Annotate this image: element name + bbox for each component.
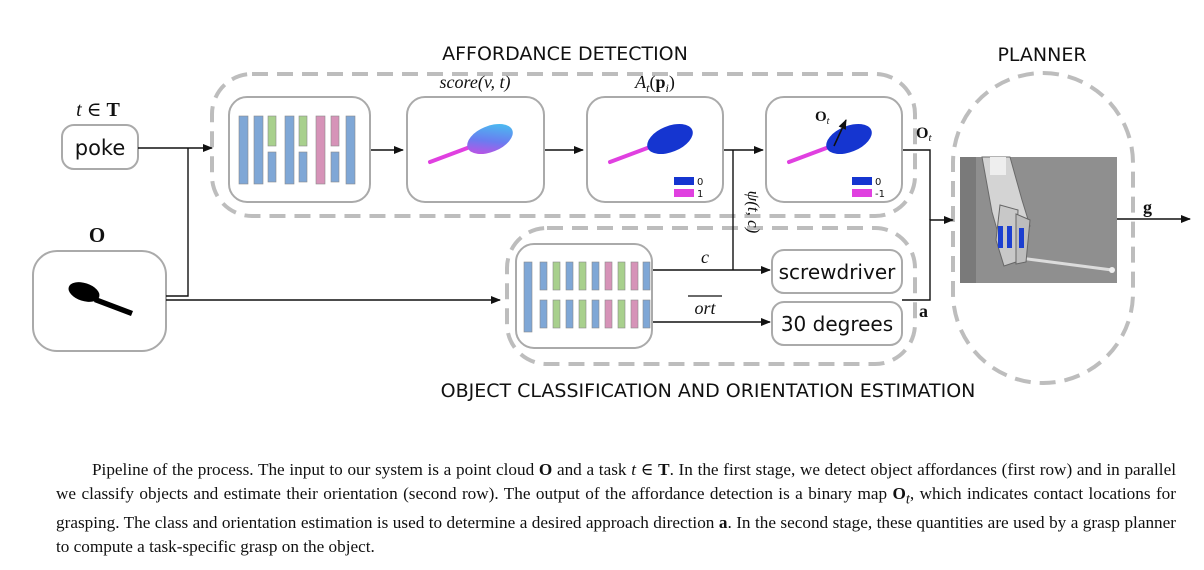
task-label: t ∈ T — [76, 99, 120, 121]
class-output-box — [771, 249, 903, 294]
figure-caption: Pipeline of the process. The input to ou… — [56, 458, 1176, 558]
classification-section-frame — [505, 226, 917, 366]
score-map-object — [428, 123, 513, 164]
psi-label: ψ(t, c) — [744, 191, 763, 234]
point-cloud-silhouette — [68, 282, 133, 316]
grasp-label: g — [1143, 197, 1152, 217]
class-label: c — [701, 247, 709, 267]
task-value: poke — [75, 136, 126, 160]
output-map-object — [787, 119, 872, 164]
task-input-box — [61, 124, 139, 170]
connectors — [138, 144, 1191, 326]
orientation-label: ort — [694, 298, 716, 318]
caption-text-1: Pipeline of the process. The input to ou… — [92, 460, 539, 479]
caption-text-4: , which indicates contact locations for … — [56, 483, 1176, 533]
svg-text:0: 0 — [875, 177, 881, 188]
caption-symbol-a: a — [718, 513, 728, 533]
orientation-output-value: 30 degrees — [781, 312, 893, 336]
input-label: O — [89, 223, 105, 247]
affordance-legend: 0 1 — [674, 177, 703, 200]
affordance-label: At(pi) — [634, 72, 675, 95]
section-title-affordance: AFFORDANCE DETECTION — [442, 43, 688, 65]
section-title-planner: PLANNER — [997, 44, 1086, 66]
caption-text-3: . In the first stage, we detect object a… — [56, 460, 1176, 503]
planner-section-frame — [951, 71, 1135, 385]
caption-symbol-Ot: Ot — [892, 483, 910, 507]
classification-network-box — [515, 243, 653, 349]
score-label: score(v, t) — [440, 72, 511, 93]
caption-text-5: . In the second stage, these quantities … — [56, 513, 1176, 556]
output-map-side-label: Ot — [916, 125, 932, 144]
caption-text-2: and a task — [552, 460, 632, 479]
approach-label: a — [919, 301, 928, 321]
caption-symbol-O: O — [538, 460, 553, 479]
output-map-label: Ot — [815, 109, 830, 127]
section-title-classification: OBJECT CLASSIFICATION AND ORIENTATION ES… — [441, 380, 976, 402]
svg-text:0: 0 — [697, 177, 703, 188]
output-legend: 0 -1 — [852, 177, 885, 200]
affordance-network-layers — [238, 115, 356, 185]
orientation-output-box — [771, 301, 903, 346]
classification-network-layers — [523, 261, 651, 333]
class-output-value: screwdriver — [779, 260, 896, 284]
affordance-map-object — [608, 123, 693, 164]
caption-symbol-task: t ∈ T — [631, 460, 670, 479]
svg-text:1: 1 — [697, 189, 703, 200]
pipeline-figure: AFFORDANCE DETECTION PLANNER OBJECT CLAS… — [32, 43, 1191, 402]
svg-text:-1: -1 — [875, 189, 885, 200]
planner-render — [960, 156, 1117, 283]
